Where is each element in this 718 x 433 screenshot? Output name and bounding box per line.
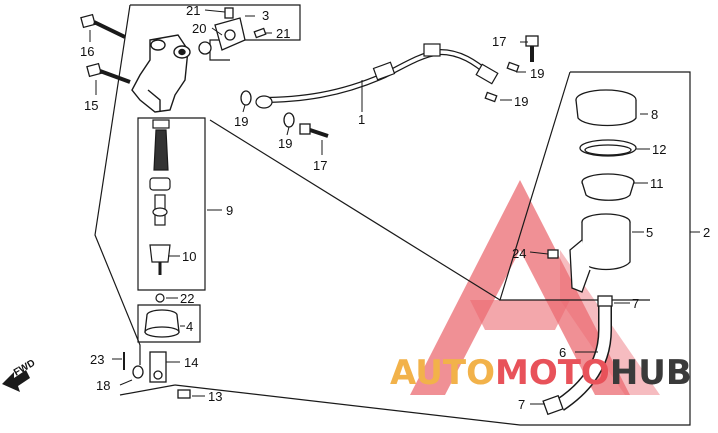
reservoir-parts [547, 89, 637, 293]
box-4 [137, 304, 201, 343]
label-part-22: 22 [180, 291, 194, 306]
label-part-23: 23 [90, 352, 104, 367]
label-part-9: 9 [226, 203, 233, 218]
assembly-outlines [94, 4, 691, 426]
label-part-7a: 7 [632, 296, 639, 311]
bolts-15-16 [80, 13, 131, 84]
label-part-13: 13 [208, 389, 222, 404]
boot-4 [144, 309, 180, 338]
label-part-6: 6 [559, 345, 566, 360]
label-part-19d: 19 [514, 94, 528, 109]
label-part-5: 5 [646, 225, 653, 240]
label-part-18: 18 [96, 378, 110, 393]
box-9 [137, 117, 206, 291]
label-part-21a: 21 [186, 3, 200, 18]
label-part-11: 11 [650, 176, 664, 191]
fwd-arrow: FWD [2, 358, 37, 392]
watermark-hub: HUB [610, 353, 692, 393]
label-part-16: 16 [80, 44, 94, 59]
watermark-auto: AUTO [390, 353, 495, 393]
label-part-3: 3 [262, 8, 269, 23]
label-part-2: 2 [703, 225, 710, 240]
reservoir-hose [542, 295, 613, 416]
label-part-7b: 7 [518, 397, 525, 412]
label-part-19c: 19 [530, 66, 544, 81]
label-part-1: 1 [358, 112, 365, 127]
part-labels: 1 2 3 4 5 6 7 7 8 9 10 11 12 13 14 15 16… [80, 3, 710, 412]
brake-hose [255, 43, 499, 109]
label-part-19a: 19 [234, 114, 248, 129]
label-part-24: 24 [512, 246, 526, 261]
leader-lines [89, 9, 700, 405]
piston-assembly [149, 119, 171, 303]
label-part-20: 20 [192, 21, 206, 36]
watermark-text: AUTOMOTOHUB [390, 353, 692, 393]
label-part-8: 8 [651, 107, 658, 122]
washers-19 [240, 61, 520, 128]
watermark-moto: MOTO [495, 353, 610, 393]
svg-text:AUTOMOTOHUB: AUTOMOTOHUB [390, 353, 692, 393]
label-part-21b: 21 [276, 26, 290, 41]
clevis-parts [123, 351, 191, 399]
label-part-17a: 17 [492, 34, 506, 49]
bolts-17 [299, 35, 539, 138]
left-outline [94, 4, 141, 365]
label-part-17b: 17 [313, 158, 327, 173]
label-part-4: 4 [186, 319, 193, 334]
label-part-19b: 19 [278, 136, 292, 151]
label-part-15: 15 [84, 98, 98, 113]
label-part-10: 10 [182, 249, 196, 264]
right-outline [174, 71, 691, 426]
joint-fitting [198, 7, 267, 55]
label-part-14: 14 [184, 355, 198, 370]
master-cylinder-body [131, 34, 191, 113]
label-part-12: 12 [652, 142, 666, 157]
